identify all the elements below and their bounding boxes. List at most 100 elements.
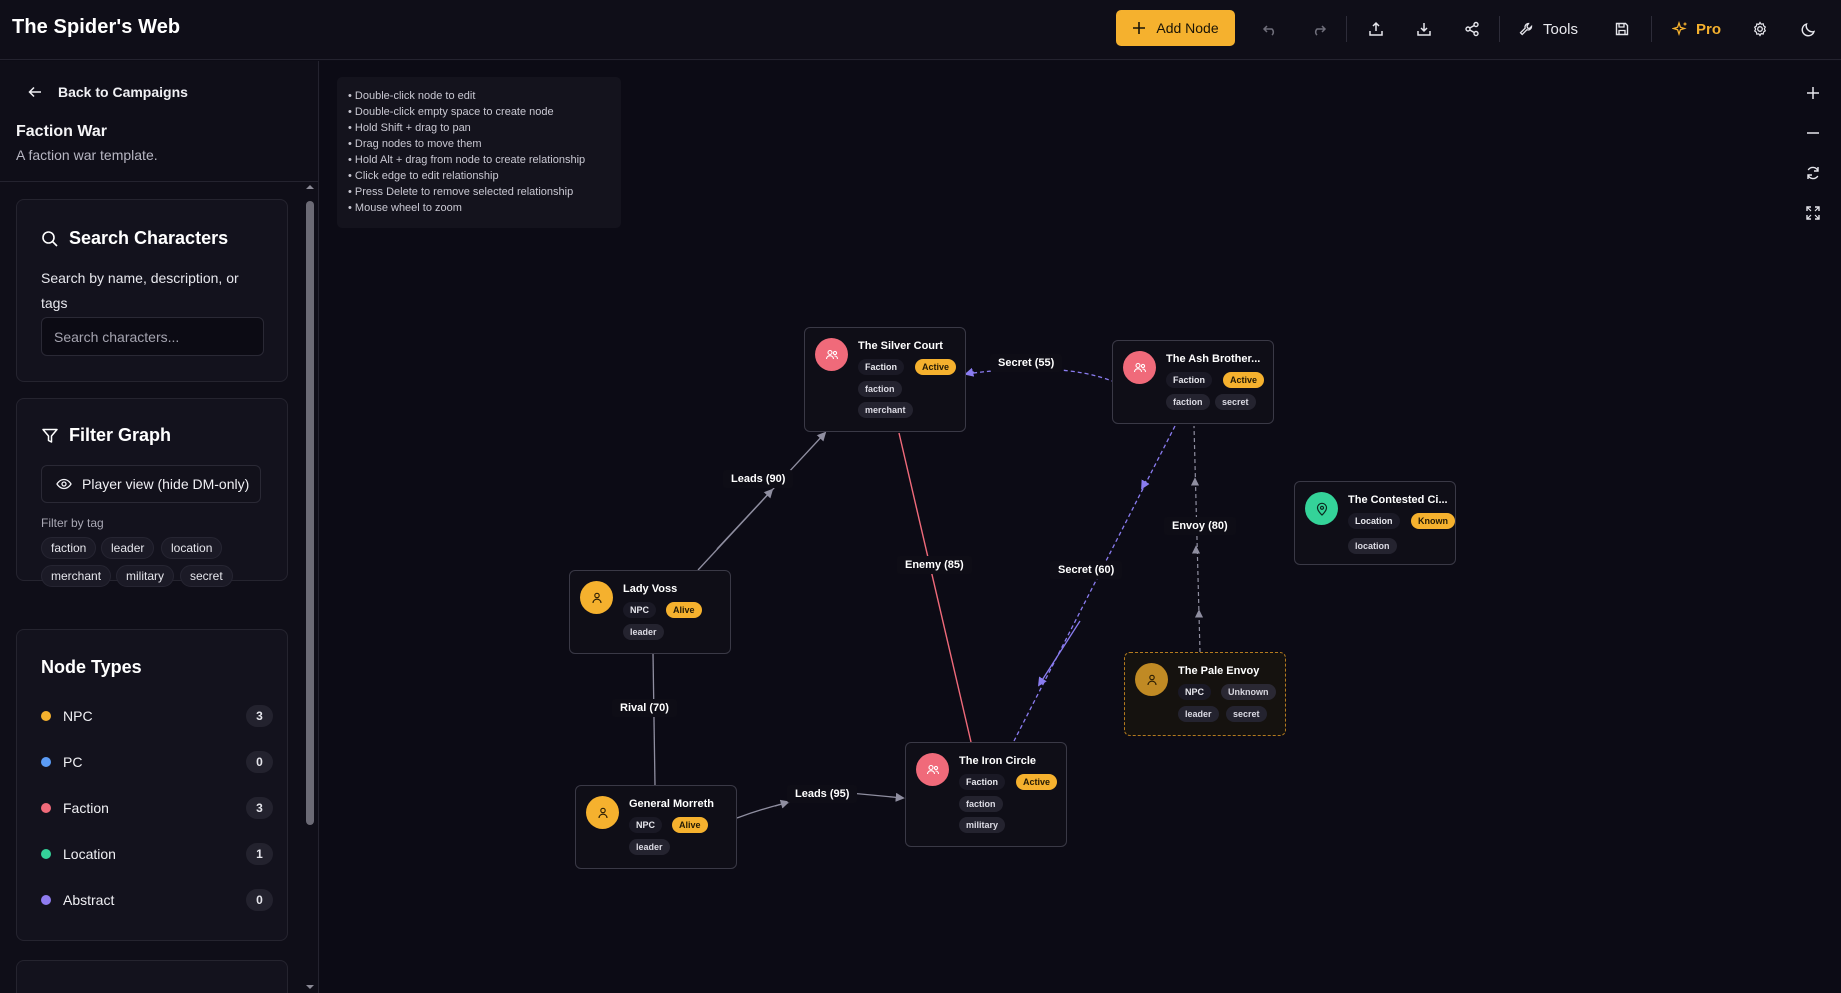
header-separator — [1499, 16, 1500, 42]
redo-button[interactable] — [1303, 13, 1335, 45]
help-line: Press Delete to remove selected relation… — [348, 184, 610, 200]
node-types-panel: Node Types NPC 3 PC 0 Faction 3 Location… — [16, 629, 288, 941]
tag-filter-chip[interactable]: secret — [180, 565, 233, 587]
filter-graph-panel: Filter Graph Player view (hide DM-only) … — [16, 398, 288, 587]
pro-button[interactable]: Pro — [1672, 13, 1728, 45]
node-type-row-abstract[interactable]: Abstract 0 — [41, 888, 273, 912]
node-pale-envoy[interactable]: The Pale Envoy NPC Unknown leader secret — [1124, 652, 1286, 736]
node-status-badge: Active — [1223, 372, 1265, 388]
users-icon — [1133, 361, 1147, 375]
edge-label-enemy-85[interactable]: Enemy (85) — [897, 556, 972, 574]
undo-button[interactable] — [1254, 13, 1286, 45]
sidebar-scroll-thumb[interactable] — [306, 201, 314, 825]
help-overlay: Double-click node to edit Double-click e… — [337, 77, 621, 228]
node-silver-court[interactable]: The Silver Court Faction Active faction … — [804, 327, 966, 432]
node-name: The Contested Ci... — [1348, 494, 1448, 506]
node-ash-brotherhood[interactable]: The Ash Brother... Faction Active factio… — [1112, 340, 1274, 424]
edge-label-leads-90[interactable]: Leads (90) — [723, 470, 794, 488]
save-button[interactable] — [1606, 13, 1638, 45]
edge-enemy-85[interactable] — [898, 432, 972, 743]
sidebar-scrollbar[interactable] — [304, 183, 316, 991]
node-status-badge: Known — [1411, 513, 1455, 529]
users-icon — [926, 763, 940, 777]
node-type-row-npc[interactable]: NPC 3 — [41, 704, 273, 728]
sidebar: Back to Campaigns Faction War A faction … — [0, 61, 319, 993]
edge-label-leads-95[interactable]: Leads (95) — [787, 785, 858, 803]
theme-toggle-button[interactable] — [1793, 13, 1825, 45]
edge-secret-60[interactable] — [1013, 425, 1176, 742]
search-title-text: Search Characters — [69, 228, 229, 248]
node-type-count: 1 — [246, 843, 273, 865]
node-type-badge: NPC — [629, 817, 663, 833]
fit-view-button[interactable] — [1798, 198, 1828, 228]
help-line: Drag nodes to move them — [348, 136, 610, 152]
gear-icon — [1752, 21, 1768, 37]
edge-label-rival-70[interactable]: Rival (70) — [612, 699, 677, 717]
help-line: Double-click node to edit — [348, 88, 610, 104]
edge-rival-70[interactable] — [652, 652, 656, 787]
player-view-label: Player view (hide DM-only) — [82, 476, 250, 492]
node-name: The Silver Court — [858, 340, 943, 352]
tag-filter-chip[interactable]: military — [116, 565, 174, 587]
node-type-row-pc[interactable]: PC 0 — [41, 750, 273, 774]
import-button[interactable] — [1408, 13, 1440, 45]
node-contested-city[interactable]: The Contested Ci... Location Known locat… — [1294, 481, 1456, 565]
node-type-badge: Faction — [858, 359, 905, 375]
settings-button[interactable] — [1744, 13, 1776, 45]
back-to-campaigns-link[interactable]: Back to Campaigns — [28, 84, 188, 100]
zoom-in-button[interactable] — [1798, 78, 1828, 108]
share-button[interactable] — [1456, 13, 1488, 45]
node-lady-voss[interactable]: Lady Voss NPC Alive leader — [569, 570, 731, 654]
redo-icon — [1311, 21, 1327, 37]
node-tag-badge: military — [959, 817, 1006, 833]
search-panel-title: Search Characters — [41, 228, 228, 249]
user-icon — [596, 806, 610, 820]
player-view-toggle[interactable]: Player view (hide DM-only) — [41, 465, 261, 503]
search-help-text: Search by name, description, or tags — [41, 270, 239, 311]
node-status-badge: Active — [1016, 774, 1058, 790]
node-type-count: 3 — [246, 797, 273, 819]
export-button[interactable] — [1360, 13, 1392, 45]
npc-avatar — [580, 581, 613, 614]
tag-filter-chip[interactable]: merchant — [41, 565, 112, 587]
pro-label: Pro — [1696, 20, 1722, 38]
tag-filter-chip[interactable]: leader — [101, 537, 155, 559]
graph-canvas[interactable]: Double-click node to edit Double-click e… — [320, 61, 1841, 993]
node-types-title: Node Types — [41, 657, 142, 677]
zoom-out-button[interactable] — [1798, 118, 1828, 148]
edges-layer — [652, 367, 1204, 819]
search-characters-input[interactable] — [41, 317, 264, 356]
edge-envoy-80[interactable] — [1193, 425, 1201, 653]
node-status-badge: Unknown — [1221, 684, 1276, 700]
tools-button[interactable]: Tools — [1518, 13, 1592, 45]
campaign-name: Faction War — [16, 123, 107, 140]
add-node-button[interactable]: Add Node — [1116, 10, 1235, 46]
tag-filter-chip[interactable]: faction — [41, 537, 97, 559]
node-tag-badge: leader — [623, 624, 664, 640]
edge-label-secret-55[interactable]: Secret (55) — [990, 354, 1063, 372]
node-tag-badge: faction — [959, 796, 1003, 812]
search-panel: Search Characters Search by name, descri… — [16, 199, 288, 382]
download-icon — [1416, 21, 1432, 37]
node-tag-badge: secret — [1226, 706, 1267, 722]
tag-filter-chip[interactable]: location — [161, 537, 223, 559]
node-type-badge: NPC — [623, 602, 657, 618]
plus-icon — [1806, 86, 1820, 100]
node-type-row-location[interactable]: Location 1 — [41, 842, 273, 866]
node-type-count: 0 — [246, 751, 273, 773]
eye-icon — [56, 476, 72, 492]
node-tag-badge: faction — [858, 381, 902, 397]
help-line: Hold Shift + drag to pan — [348, 120, 610, 136]
node-iron-circle[interactable]: The Iron Circle Faction Active faction m… — [905, 742, 1067, 847]
share-icon — [1464, 21, 1480, 37]
node-tag-badge: location — [1348, 538, 1397, 554]
node-name: The Pale Envoy — [1178, 665, 1260, 677]
node-general-morreth[interactable]: General Morreth NPC Alive leader — [575, 785, 737, 869]
edge-secret-55[interactable] — [965, 368, 1113, 382]
reset-layout-button[interactable] — [1798, 158, 1828, 188]
edge-label-envoy-80[interactable]: Envoy (80) — [1164, 517, 1236, 535]
faction-avatar — [1123, 351, 1156, 384]
node-type-row-faction[interactable]: Faction 3 — [41, 796, 273, 820]
node-type-count: 3 — [246, 705, 273, 727]
edge-label-secret-60[interactable]: Secret (60) — [1050, 561, 1123, 579]
